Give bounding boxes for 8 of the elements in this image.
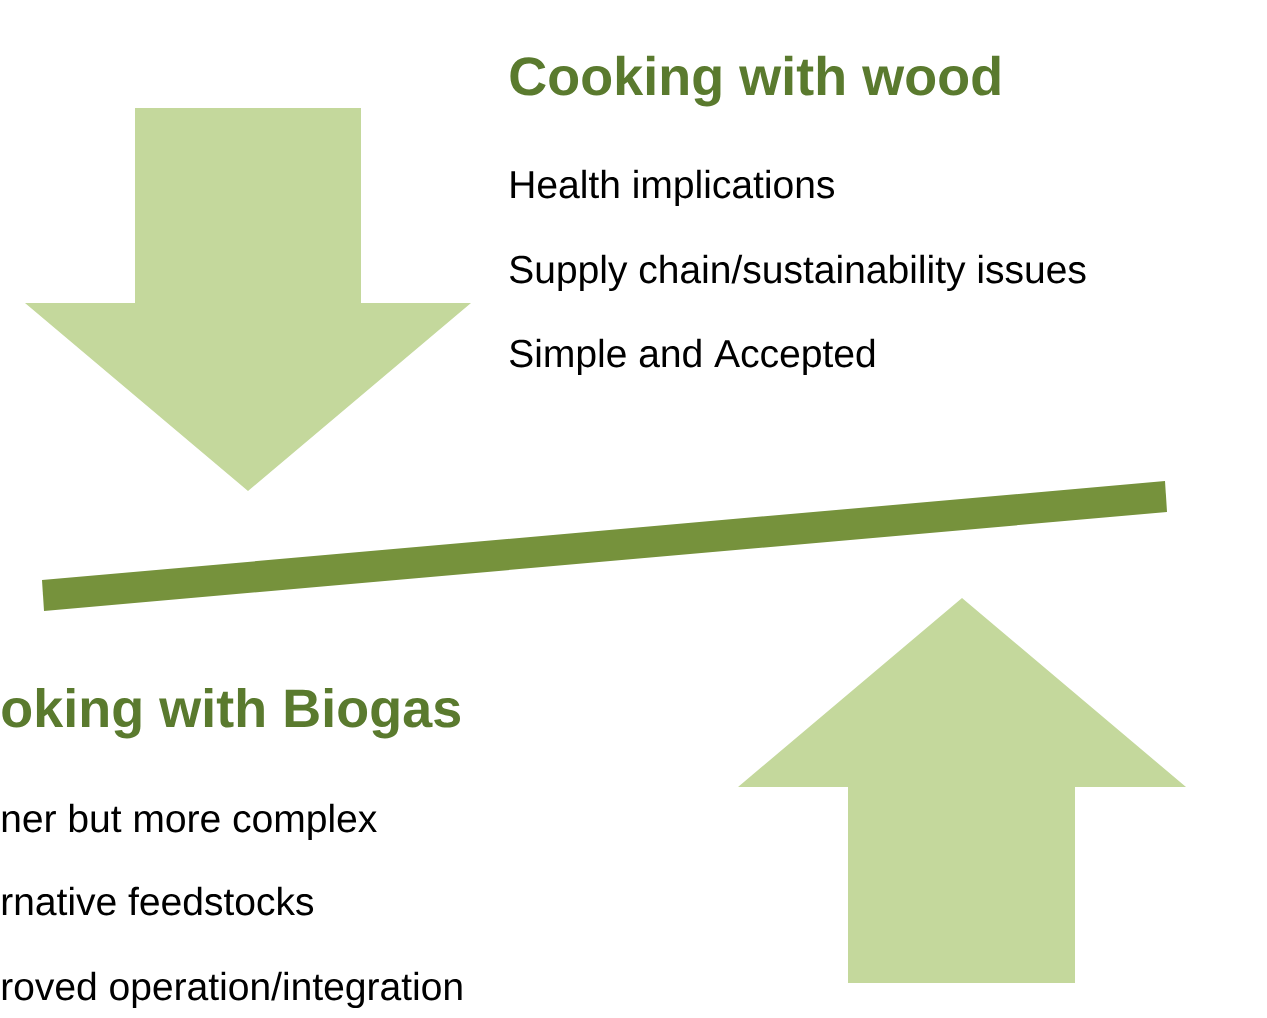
- list-item: roved operation/integration: [2, 971, 462, 1009]
- list-item: rnative feedstocks: [2, 886, 314, 916]
- list-item: ner but more complex: [2, 803, 377, 841]
- list-item: Supply chain/sustainability issues: [510, 254, 1086, 292]
- list-item: Health implications: [511, 169, 834, 207]
- list-item: Simple and Accepted: [510, 338, 875, 376]
- heading: oking with Biogas: [2, 687, 460, 739]
- heading: Cooking with wood: [510, 55, 1000, 107]
